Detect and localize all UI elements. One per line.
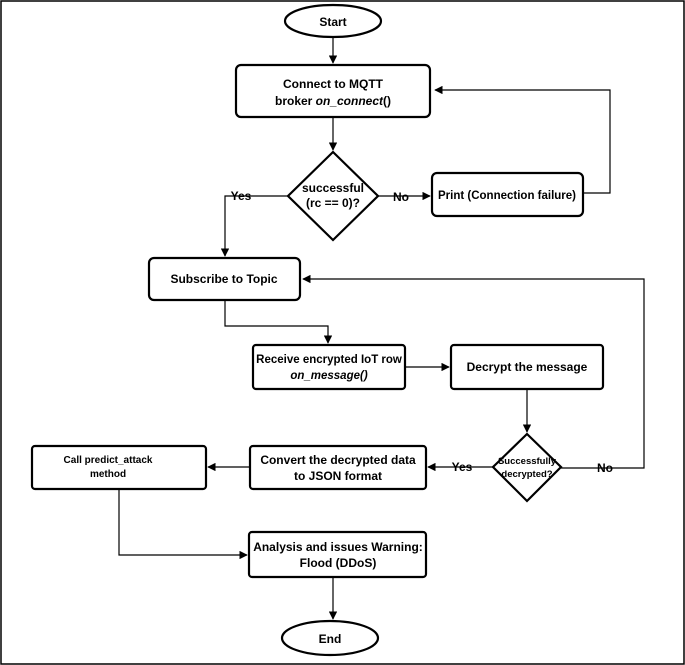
predict-node: Call predict_attack method [30, 444, 208, 491]
predict-label-line2: method [90, 469, 126, 480]
convert-node: Convert the decrypted data to JSON forma… [248, 444, 428, 491]
decrypt-label: Decrypt the message [467, 360, 588, 374]
convert-label-line2: to JSON format [294, 469, 382, 483]
edge-label-no-1: No [393, 190, 409, 204]
receive-node: Receive encrypted IoT row on_message() [251, 343, 407, 391]
start-node: Start [283, 3, 383, 39]
receive-label-line1: Receive encrypted IoT row [256, 354, 402, 366]
edge-successful-yes [220, 195, 290, 257]
analysis-label-line2: Flood (DDoS) [300, 556, 377, 570]
decrypted-decision: Successfully decrypted? [491, 432, 563, 503]
edge-failure-retry [434, 85, 611, 194]
edge-check-no [302, 274, 645, 469]
receive-label-line2: on_message() [290, 370, 368, 382]
convert-label-line1: Convert the decrypted data [260, 453, 416, 467]
predict-label-line1: Call predict_attack [64, 455, 153, 466]
successful-decision: successful (rc == 0)? [286, 150, 380, 242]
edge-label-yes-1: Yes [231, 189, 252, 203]
connect-label-line1: Connect to MQTT [283, 77, 384, 91]
decrypted-label-line1: Successfully [498, 456, 557, 467]
successful-label-line2: (rc == 0)? [306, 196, 360, 210]
analysis-node: Analysis and issues Warning: Flood (DDoS… [247, 530, 428, 579]
connectors [118, 35, 645, 620]
print-failure-label: Print (Connection failure) [438, 190, 576, 202]
connect-label-line2: broker on_connect() [275, 94, 391, 108]
decrypt-node: Decrypt the message [449, 343, 605, 391]
analysis-label-line1: Analysis and issues Warning: [253, 540, 423, 554]
successful-label-line1: successful [302, 181, 364, 195]
decrypted-label-line2: decrypted? [501, 469, 552, 480]
edge-label-yes-2: Yes [452, 460, 473, 474]
edge-predict-analysis [118, 489, 248, 560]
edge-subscribe-receive [224, 300, 333, 344]
print-failure-node: Print (Connection failure) [430, 171, 585, 218]
connect-node: Connect to MQTT broker on_connect() [234, 63, 432, 119]
subscribe-node: Subscribe to Topic [147, 256, 302, 302]
start-label: Start [319, 15, 346, 29]
subscribe-label: Subscribe to Topic [170, 272, 277, 286]
end-node: End [280, 619, 380, 657]
edge-label-no-2: No [597, 461, 613, 475]
end-label: End [319, 632, 342, 646]
